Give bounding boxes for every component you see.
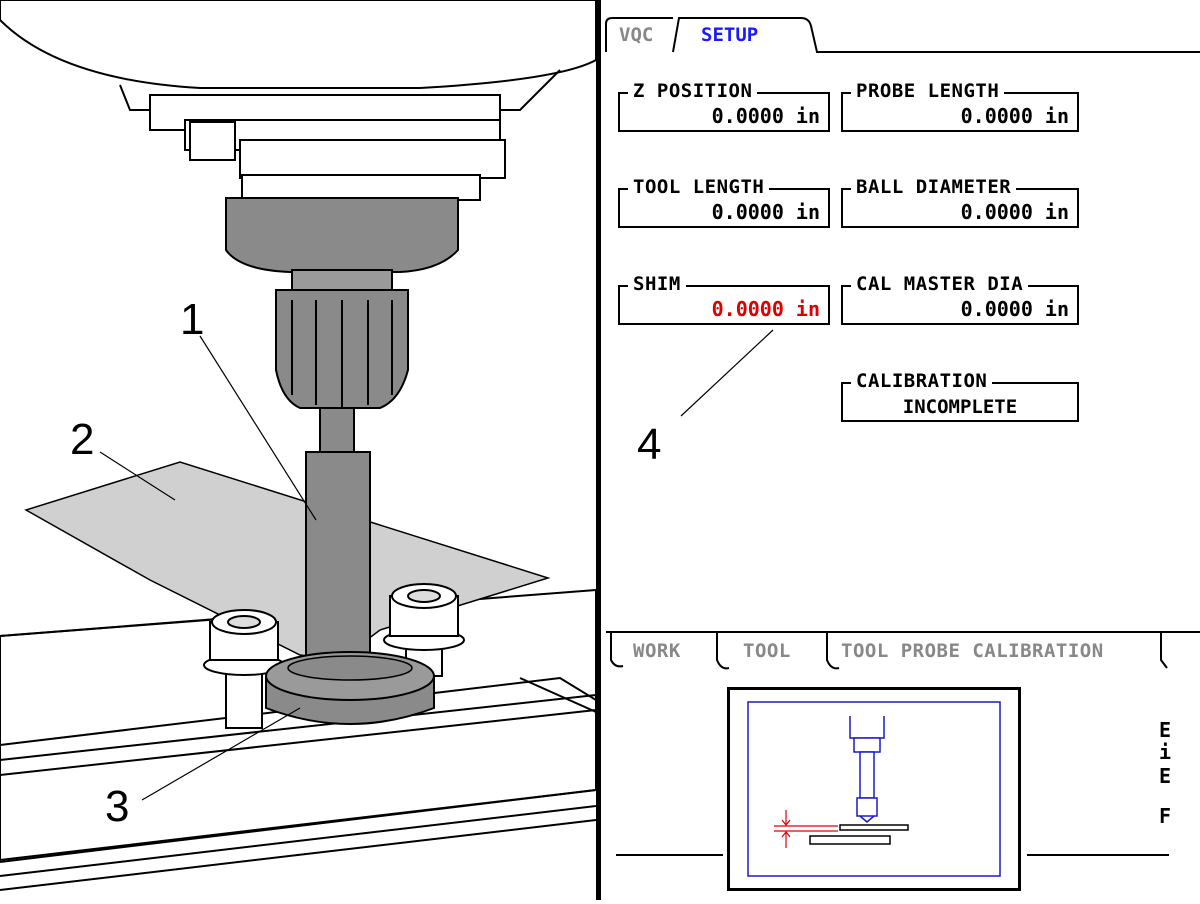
probe-length-value: 0.0000 in <box>960 104 1069 128</box>
side-text-4: F <box>1159 804 1172 828</box>
side-text-3: E <box>1159 764 1172 788</box>
tab-work[interactable]: WORK <box>633 640 681 662</box>
calibration-status-field: CALIBRATION INCOMPLETE <box>841 370 1079 422</box>
spindle-probe-drawing <box>0 0 597 891</box>
shim-field[interactable]: SHIM 0.0000 in <box>618 273 830 325</box>
machine-illustration: 1 2 3 <box>0 0 597 900</box>
probe-length-field: PROBE LENGTH 0.0000 in <box>841 80 1079 132</box>
tool-length-label: TOOL LENGTH <box>628 176 770 198</box>
z-position-field: Z POSITION 0.0000 in <box>618 80 830 132</box>
ball-diameter-field: BALL DIAMETER 0.0000 in <box>841 176 1079 228</box>
calibration-status: INCOMPLETE <box>902 396 1018 418</box>
z-position-label: Z POSITION <box>628 80 758 102</box>
callout-2: 2 <box>70 415 95 464</box>
tool-length-value: 0.0000 in <box>711 200 820 224</box>
calibration-diagram <box>727 687 1021 891</box>
z-position-value: 0.0000 in <box>711 104 820 128</box>
ball-diameter-label: BALL DIAMETER <box>851 176 1017 198</box>
tool-length-field: TOOL LENGTH 0.0000 in <box>618 176 830 228</box>
calibration-label: CALIBRATION <box>851 370 993 392</box>
tab-tool-probe-calibration[interactable]: TOOL PROBE CALIBRATION <box>841 640 1104 662</box>
screen-chrome <box>605 17 1200 856</box>
control-screen: VQC SETUP Z POSITION 0.0000 in PROBE LEN… <box>601 0 1200 900</box>
cal-master-dia-value: 0.0000 in <box>960 297 1069 321</box>
callout-3: 3 <box>105 782 130 831</box>
tab-setup[interactable]: SETUP <box>701 24 759 46</box>
side-text-1: E <box>1159 718 1172 742</box>
probe-body <box>305 451 371 658</box>
probe-shim-schematic <box>747 701 1001 877</box>
tab-tool[interactable]: TOOL <box>743 640 791 662</box>
tab-vqc[interactable]: VQC <box>619 24 654 46</box>
side-text-2: i <box>1159 740 1172 764</box>
callout-1: 1 <box>180 295 205 344</box>
panel-divider <box>596 0 601 900</box>
cal-master-dia-label: CAL MASTER DIA <box>851 273 1029 295</box>
shim-label: SHIM <box>628 273 686 295</box>
probe-length-label: PROBE LENGTH <box>851 80 1005 102</box>
ball-diameter-value: 0.0000 in <box>960 200 1069 224</box>
cal-master-dia-field: CAL MASTER DIA 0.0000 in <box>841 273 1079 325</box>
callout-4: 4 <box>637 420 662 469</box>
shim-value: 0.0000 in <box>711 297 820 321</box>
